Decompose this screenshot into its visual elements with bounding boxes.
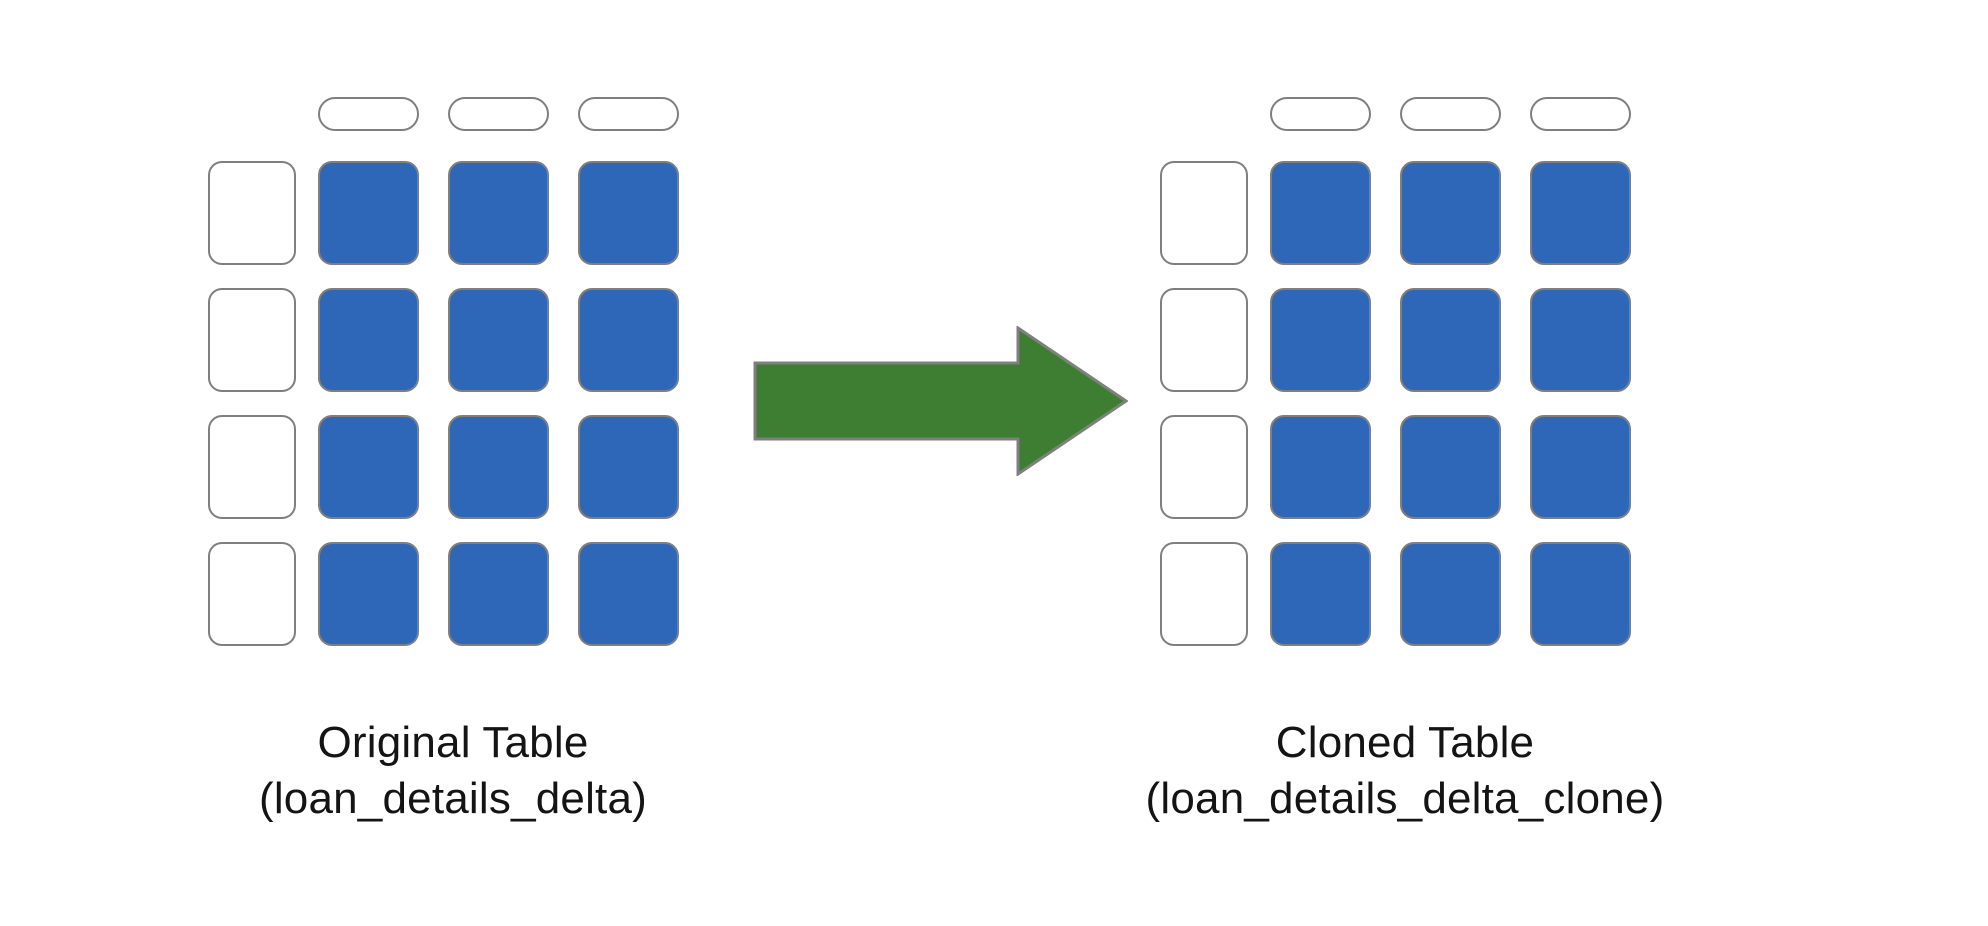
source-cell-r1c2[interactable] xyxy=(448,161,549,265)
source-column-header-1[interactable] xyxy=(318,97,419,131)
target-table-group: Cloned Table (loan_details_delta_clone) xyxy=(1146,0,1664,926)
source-cell-r4c2[interactable] xyxy=(448,542,549,646)
source-cell-r1c3[interactable] xyxy=(578,161,679,265)
source-row-header-3[interactable] xyxy=(208,415,296,519)
target-row-header-1[interactable] xyxy=(1160,161,1248,265)
target-cell-r3c2[interactable] xyxy=(1400,415,1501,519)
target-cell-r2c2[interactable] xyxy=(1400,288,1501,392)
target-caption-line1: Cloned Table xyxy=(1275,718,1535,767)
target-column-header-3[interactable] xyxy=(1530,97,1631,131)
source-table-group: Original Table (loan_details_delta) xyxy=(208,0,708,926)
source-cell-r4c3[interactable] xyxy=(578,542,679,646)
target-cell-r1c2[interactable] xyxy=(1400,161,1501,265)
source-caption-line2: (loan_details_delta) xyxy=(258,774,648,824)
source-row-header-1[interactable] xyxy=(208,161,296,265)
right-arrow-icon xyxy=(753,326,1128,476)
target-column-header-2[interactable] xyxy=(1400,97,1501,131)
target-cell-r4c3[interactable] xyxy=(1530,542,1631,646)
target-cell-r2c3[interactable] xyxy=(1530,288,1631,392)
source-row-header-4[interactable] xyxy=(208,542,296,646)
source-column-header-3[interactable] xyxy=(578,97,679,131)
source-cell-r3c3[interactable] xyxy=(578,415,679,519)
target-table-caption: Cloned Table (loan_details_delta_clone) xyxy=(975,715,1835,828)
target-cell-r4c1[interactable] xyxy=(1270,542,1371,646)
source-cell-r2c1[interactable] xyxy=(318,288,419,392)
target-cell-r2c1[interactable] xyxy=(1270,288,1371,392)
source-column-header-2[interactable] xyxy=(448,97,549,131)
source-cell-r1c1[interactable] xyxy=(318,161,419,265)
source-caption-line1: Original Table xyxy=(317,718,589,767)
target-row-header-3[interactable] xyxy=(1160,415,1248,519)
clone-arrow xyxy=(753,326,1128,476)
target-cell-r4c2[interactable] xyxy=(1400,542,1501,646)
target-row-header-4[interactable] xyxy=(1160,542,1248,646)
source-cell-r3c1[interactable] xyxy=(318,415,419,519)
source-cell-r3c2[interactable] xyxy=(448,415,549,519)
source-table-caption: Original Table (loan_details_delta) xyxy=(78,715,828,828)
source-cell-r2c2[interactable] xyxy=(448,288,549,392)
source-row-header-2[interactable] xyxy=(208,288,296,392)
target-row-header-2[interactable] xyxy=(1160,288,1248,392)
target-cell-r1c3[interactable] xyxy=(1530,161,1631,265)
target-cell-r3c3[interactable] xyxy=(1530,415,1631,519)
target-cell-r1c1[interactable] xyxy=(1270,161,1371,265)
source-cell-r2c3[interactable] xyxy=(578,288,679,392)
target-column-header-1[interactable] xyxy=(1270,97,1371,131)
target-caption-line2: (loan_details_delta_clone) xyxy=(1145,774,1665,824)
target-cell-r3c1[interactable] xyxy=(1270,415,1371,519)
source-cell-r4c1[interactable] xyxy=(318,542,419,646)
